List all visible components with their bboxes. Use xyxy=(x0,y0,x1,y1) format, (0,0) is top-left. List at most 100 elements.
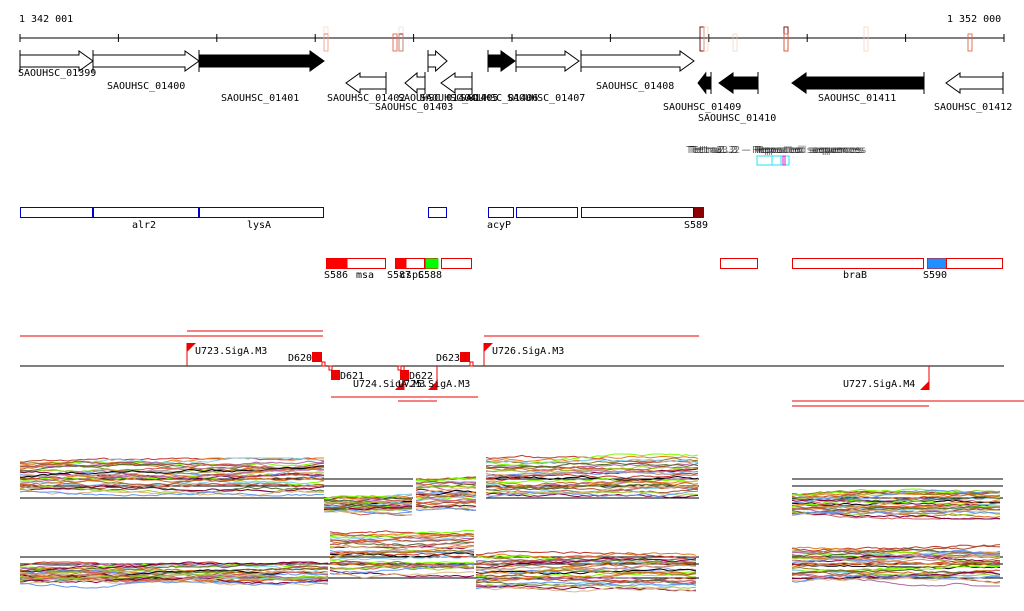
expression-profile-line xyxy=(475,576,697,583)
sigma-site-marker[interactable] xyxy=(927,258,947,269)
end-coordinate: 1 352 000 xyxy=(947,14,1002,25)
sigma-region-S590[interactable]: S590 xyxy=(923,258,947,282)
sigma-region-unnamed[interactable] xyxy=(441,258,472,269)
terminator-label: D622 xyxy=(409,371,433,382)
expression-profile-line xyxy=(485,490,699,498)
sigma-region-box[interactable] xyxy=(441,258,472,269)
gene-SAOUHSC_01407[interactable]: SAOUHSC_01407 xyxy=(507,50,585,104)
gene-SAOUHSC_01412[interactable]: SAOUHSC_01412 xyxy=(934,72,1012,113)
expression-profile-line xyxy=(791,489,1001,504)
operon-unnamed[interactable] xyxy=(20,207,93,218)
gene-arrow-icon[interactable] xyxy=(697,71,712,95)
terminator-D621[interactable]: D621 xyxy=(328,365,364,382)
terminator-D622[interactable]: D622 xyxy=(397,365,433,382)
gene-SAOUHSC_01411[interactable]: SAOUHSC_01411 xyxy=(791,72,925,104)
expression-profile-line xyxy=(485,466,698,473)
operon-acyP[interactable]: acyP xyxy=(487,207,514,232)
gene-label: SAOUHSC_01400 xyxy=(107,81,185,92)
operon-unnamed[interactable] xyxy=(428,207,447,218)
gene-SAOUHSC_01403[interactable]: SAOUHSC_01403 xyxy=(375,71,453,113)
repeat-region[interactable] xyxy=(771,155,782,166)
gene-arrow-icon[interactable] xyxy=(945,72,1004,94)
gene-arrow-icon[interactable] xyxy=(791,72,925,94)
operon-box[interactable] xyxy=(20,207,93,218)
expression-profile-line xyxy=(475,571,697,583)
operon-box[interactable] xyxy=(694,207,704,218)
gene-arrow-icon[interactable] xyxy=(345,72,387,94)
repeat-region[interactable] xyxy=(756,155,773,166)
operon-S589[interactable]: S589 xyxy=(684,207,708,232)
gene-arrow-icon[interactable] xyxy=(487,50,516,72)
gene-SAOUHSC_01401[interactable]: SAOUHSC_01401 xyxy=(198,50,325,104)
operon-box[interactable] xyxy=(93,207,199,218)
operon-lysA[interactable]: lysA xyxy=(199,207,324,232)
sigma-region-braB[interactable]: braB xyxy=(792,258,924,282)
gene-label: SAOUHSC_01406 xyxy=(460,93,538,104)
sigma-region-box[interactable] xyxy=(720,258,758,269)
tu-U727.SigA.M4[interactable]: U727.SigA.M4 xyxy=(843,366,930,390)
sigma-site-label: S587 xyxy=(387,270,411,281)
ruler-feature-mark xyxy=(863,26,869,52)
expression-profile-line xyxy=(329,540,475,548)
expression-profile-line xyxy=(19,482,325,488)
gene-arrow-icon[interactable] xyxy=(515,50,580,72)
operon-unnamed[interactable] xyxy=(581,207,694,218)
sigma-site-marker[interactable] xyxy=(425,258,439,269)
sigma-region-box[interactable] xyxy=(946,258,1003,269)
operon-box[interactable] xyxy=(516,207,578,218)
sigma-region-S587[interactable]: S587 xyxy=(387,258,425,282)
tu-U723.SigA.M3[interactable]: U723.SigA.M3 xyxy=(186,343,267,366)
gene-arrow-icon[interactable] xyxy=(440,72,473,94)
operon-unnamed[interactable] xyxy=(516,207,578,218)
gene-SAOUHSC_01408[interactable]: SAOUHSC_01408 xyxy=(580,50,695,92)
gene-SAOUHSC_01409[interactable]: SAOUHSC_01409 xyxy=(663,71,741,113)
gene-SAOUHSC_01400[interactable]: SAOUHSC_01400 xyxy=(92,50,200,92)
operon-box[interactable] xyxy=(428,207,447,218)
expression-profile-line xyxy=(19,568,329,584)
expression-profile-line xyxy=(792,551,1001,557)
gene-arrow-icon[interactable] xyxy=(198,50,325,72)
gene-arrow-icon[interactable] xyxy=(427,49,448,73)
gene-arrow-icon[interactable] xyxy=(19,50,94,72)
expression-profile-line xyxy=(485,453,699,466)
gene-SAOUHSC_01405[interactable]: SAOUHSC_01405 xyxy=(420,72,498,104)
tu-U724.SigA.M3[interactable]: U724.SigA.M3 xyxy=(353,366,438,390)
sigma-site-marker[interactable] xyxy=(395,258,407,269)
expression-profile-line xyxy=(485,465,699,471)
terminator-label: D621 xyxy=(340,371,364,382)
gene-SAOUHSC_01410[interactable]: SAOUHSC_01410 xyxy=(698,72,776,124)
gene-arrow-icon[interactable] xyxy=(404,71,426,95)
operon-box[interactable] xyxy=(488,207,514,218)
sigma-region-box[interactable] xyxy=(792,258,924,269)
gene-arrow-icon[interactable] xyxy=(92,50,200,72)
expression-profile-line xyxy=(475,586,697,593)
gene-SAOUHSC_01399[interactable]: SAOUHSC_01399 xyxy=(18,50,96,79)
terminator-D620[interactable]: D620 xyxy=(288,352,326,367)
gene-label: SAOUHSC_01403 xyxy=(375,102,453,113)
expression-profile-line xyxy=(324,508,413,515)
sigma-region-unnamed[interactable] xyxy=(946,258,1003,269)
sigma-site-marker[interactable] xyxy=(326,258,348,269)
gene-SAOUHSC_01402[interactable]: SAOUHSC_01402 xyxy=(327,72,405,104)
expression-profile-line xyxy=(791,544,1001,557)
expression-profile-line xyxy=(475,552,697,560)
operon-alr2[interactable]: alr2 xyxy=(93,207,199,232)
gene-SAOUHSC_01404[interactable]: SAOUHSC_01404 xyxy=(398,49,476,104)
tu-U726.SigA.M3[interactable]: U726.SigA.M3 xyxy=(483,343,564,366)
gene-arrow-icon[interactable] xyxy=(718,72,759,94)
expression-profile-line xyxy=(19,465,324,479)
operon-box[interactable] xyxy=(581,207,694,218)
gene-SAOUHSC_01406[interactable]: SAOUHSC_01406 xyxy=(460,50,538,104)
expression-profile-line xyxy=(475,559,697,567)
gene-arrow-icon[interactable] xyxy=(580,50,695,72)
expression-profile-line xyxy=(415,487,477,493)
ruler-feature-mark xyxy=(398,26,404,52)
repeat-region[interactable] xyxy=(782,155,786,166)
sigma-region-unnamed[interactable] xyxy=(720,258,758,269)
ruler-feature-mark xyxy=(783,33,789,52)
terminator-D623[interactable]: D623 xyxy=(436,352,474,367)
operon-box[interactable] xyxy=(199,207,324,218)
